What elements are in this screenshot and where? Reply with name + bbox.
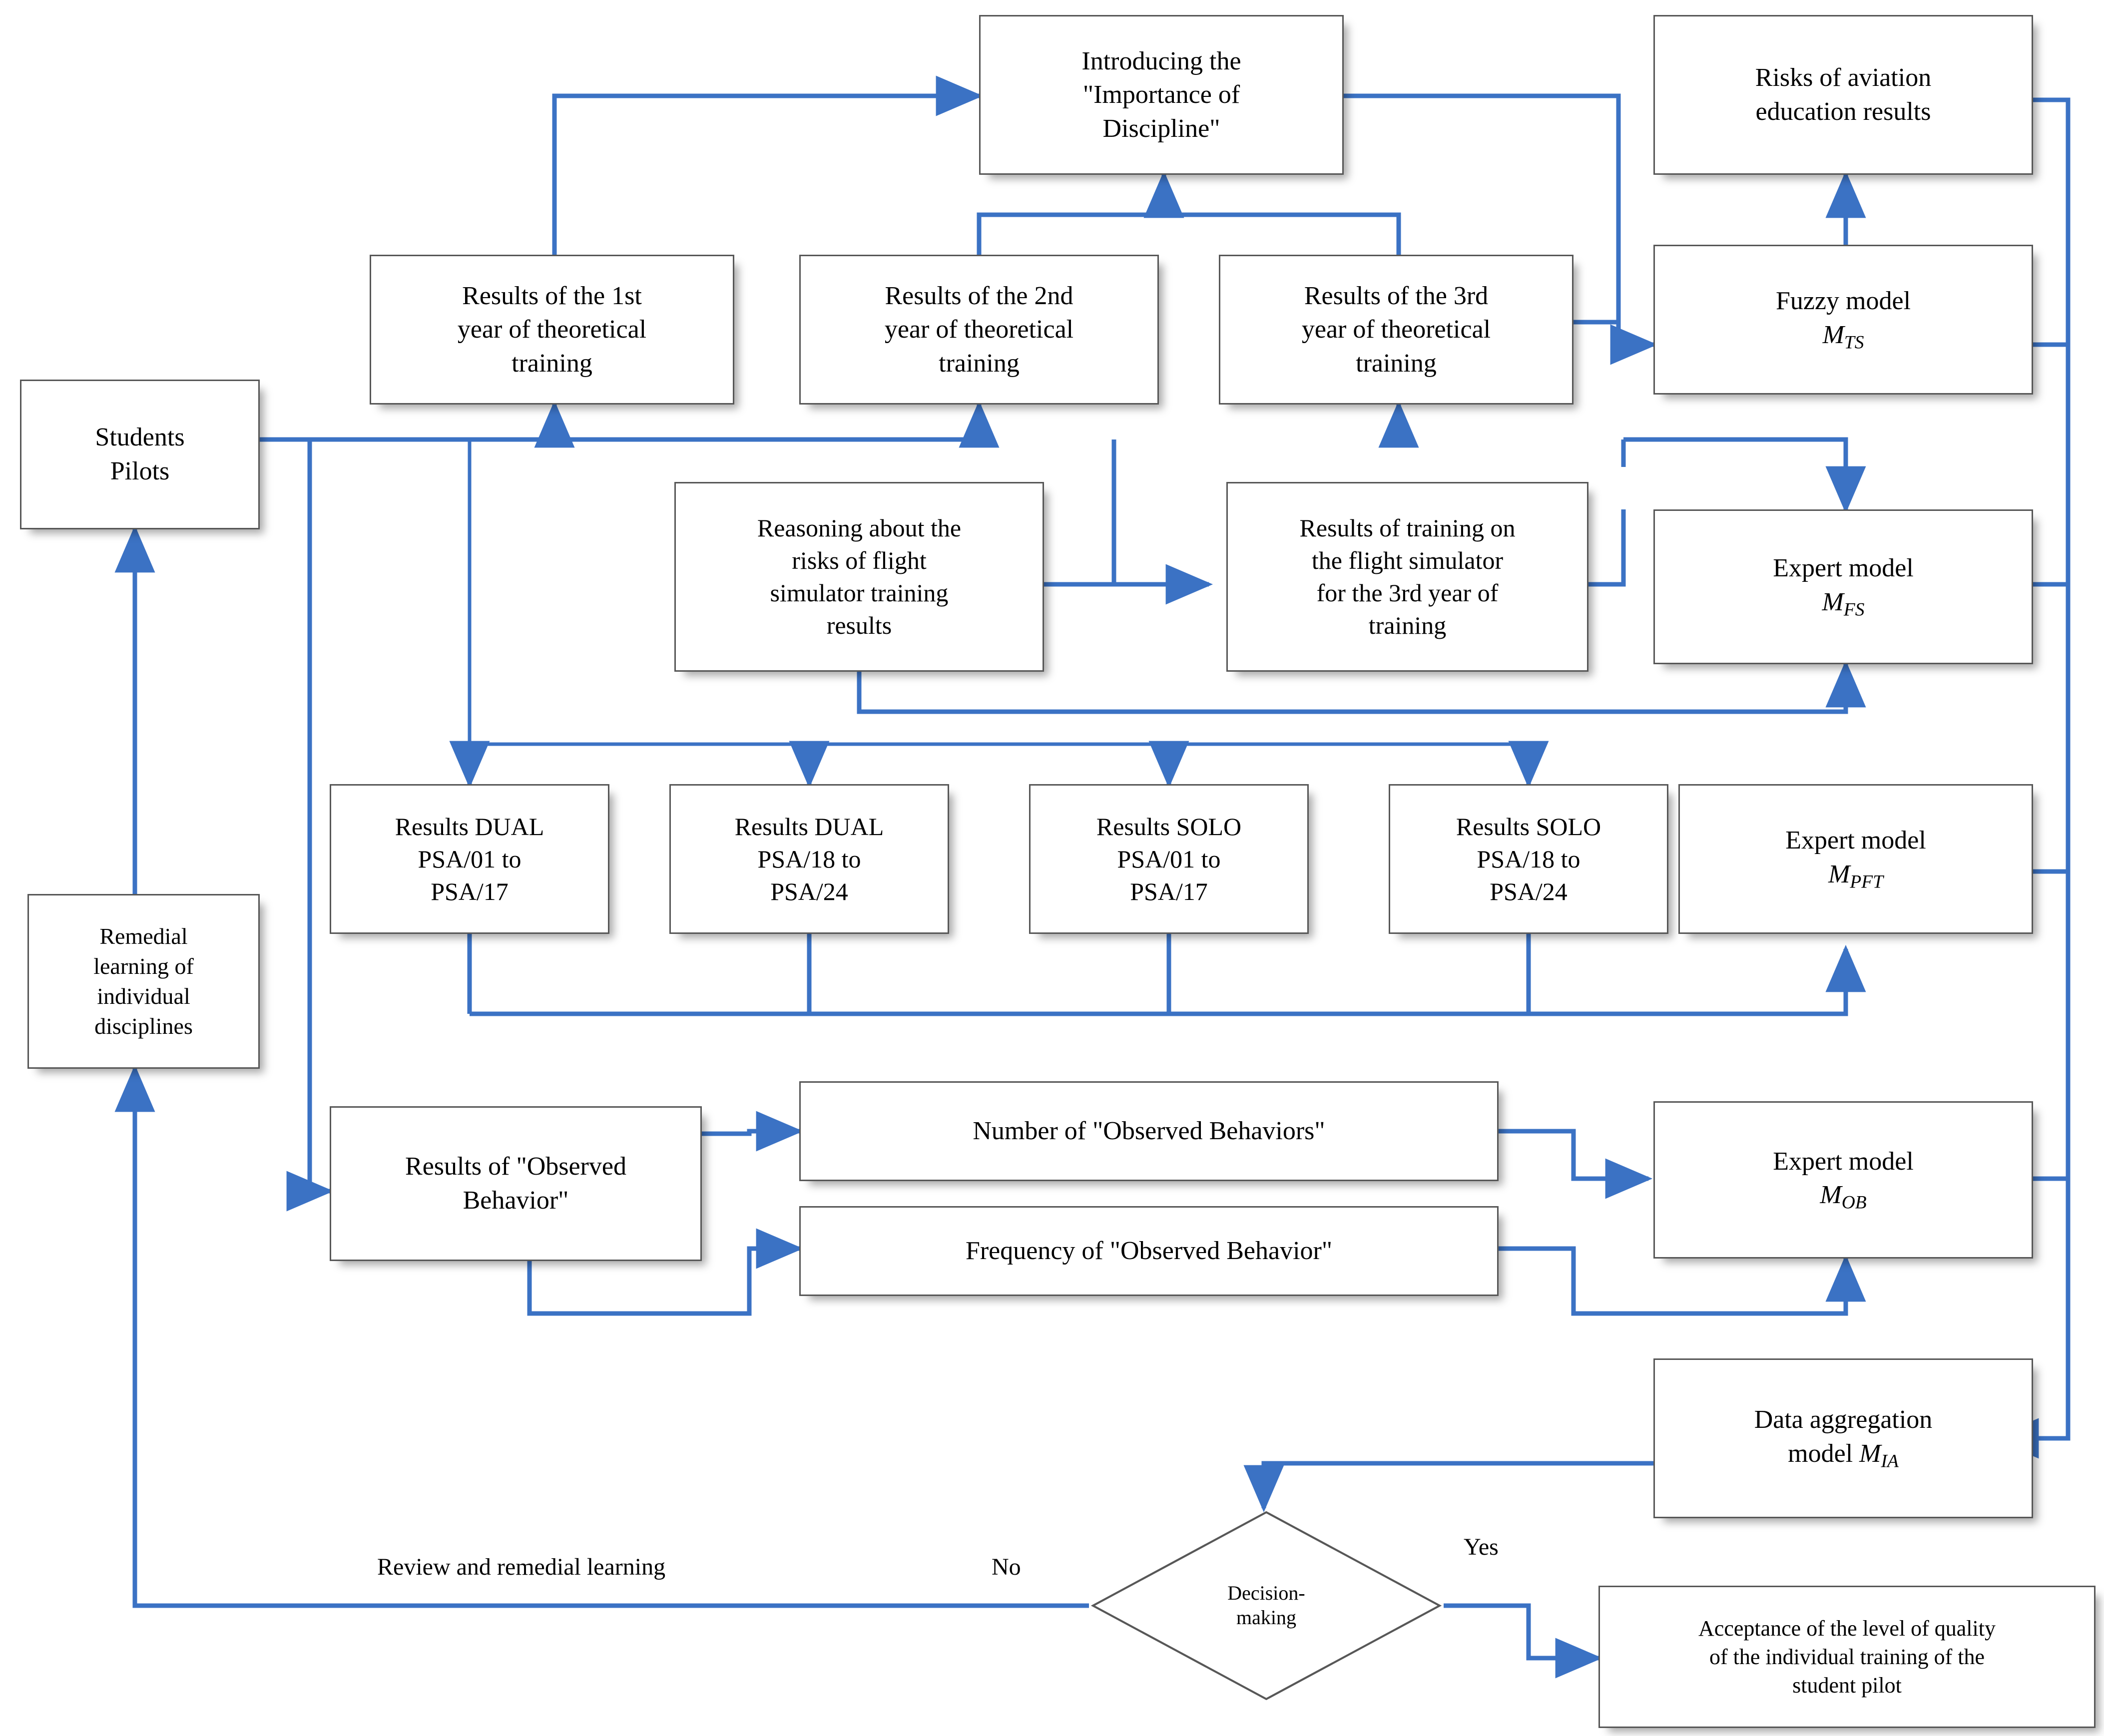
- node-decision-making[interactable]: Decision-making: [1089, 1508, 1444, 1703]
- expert-model-pft-text: Expert model: [1785, 826, 1926, 855]
- node-number-observed-behaviors[interactable]: Number of "Observed Behaviors": [799, 1081, 1499, 1181]
- edge-label-yes: Yes: [1464, 1534, 1499, 1560]
- node-data-aggregation-mia[interactable]: Data aggregation model MIA: [1653, 1358, 2033, 1518]
- node-expert-model-mpft[interactable]: Expert model MPFT: [1678, 784, 2033, 934]
- expert-model-fs-text: Expert model: [1773, 554, 1914, 583]
- node-expert-model-mfs[interactable]: Expert model MFS: [1653, 509, 2033, 664]
- data-aggregation-symbol: MIA: [1859, 1439, 1899, 1472]
- node-expert-model-mob-label: Expert model MOB: [1660, 1145, 2027, 1216]
- expert-model-ob-symbol: MOB: [1820, 1181, 1867, 1213]
- fuzzy-model-text: Fuzzy model: [1775, 287, 1911, 316]
- node-expert-model-mpft-label: Expert model MPFT: [1685, 824, 2027, 894]
- expert-model-ob-text: Expert model: [1773, 1147, 1914, 1176]
- node-fuzzy-model-mts-label: Fuzzy model MTS: [1660, 284, 2027, 355]
- node-expert-model-mfs-label: Expert model MFS: [1660, 551, 2027, 622]
- expert-model-fs-symbol: MFS: [1822, 587, 1865, 620]
- fuzzy-model-symbol: MTS: [1822, 320, 1864, 353]
- data-aggregation-line2: model: [1788, 1439, 1860, 1468]
- data-aggregation-line1: Data aggregation: [1754, 1405, 1933, 1434]
- node-decision-making-label: Decision-making: [1227, 1582, 1305, 1629]
- node-number-observed-behaviors-label: Number of "Observed Behaviors": [973, 1117, 1325, 1146]
- edge-label-no: No: [992, 1554, 1021, 1580]
- node-frequency-observed-behavior-label: Frequency of "Observed Behavior": [965, 1237, 1333, 1266]
- expert-model-pft-symbol: MPFT: [1828, 860, 1883, 892]
- node-data-aggregation-mia-label: Data aggregation model MIA: [1660, 1403, 2027, 1474]
- node-expert-model-mob[interactable]: Expert model MOB: [1653, 1101, 2033, 1259]
- node-fuzzy-model-mts[interactable]: Fuzzy model MTS: [1653, 245, 2033, 395]
- edge-label-review-remedial-learning: Review and remedial learning: [377, 1554, 666, 1580]
- node-frequency-observed-behavior[interactable]: Frequency of "Observed Behavior": [799, 1206, 1499, 1296]
- decision-diamond-shape: [1090, 1511, 1442, 1701]
